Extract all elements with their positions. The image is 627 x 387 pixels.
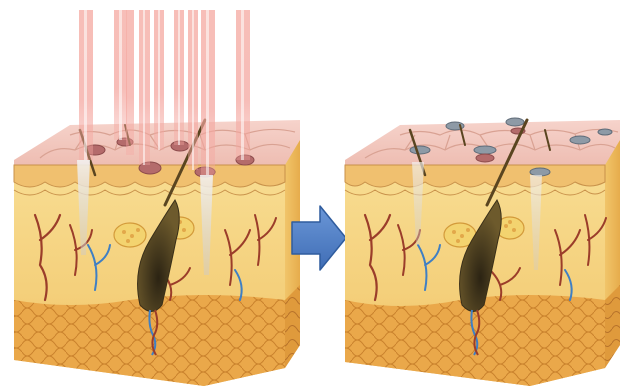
sebaceous-gland	[114, 223, 146, 247]
transition-arrow-icon	[292, 206, 346, 270]
lifted-spot	[570, 136, 590, 144]
lifted-spot	[506, 118, 524, 126]
pigment-spot	[476, 154, 494, 162]
right-epidermis	[345, 165, 605, 187]
lifted-spot	[530, 168, 550, 176]
lifted-spot	[474, 146, 496, 154]
after-panel	[345, 118, 620, 386]
laser-beam	[126, 10, 134, 155]
lifted-spot	[598, 129, 612, 135]
lifted-spot	[410, 146, 430, 154]
before-panel	[14, 10, 300, 386]
